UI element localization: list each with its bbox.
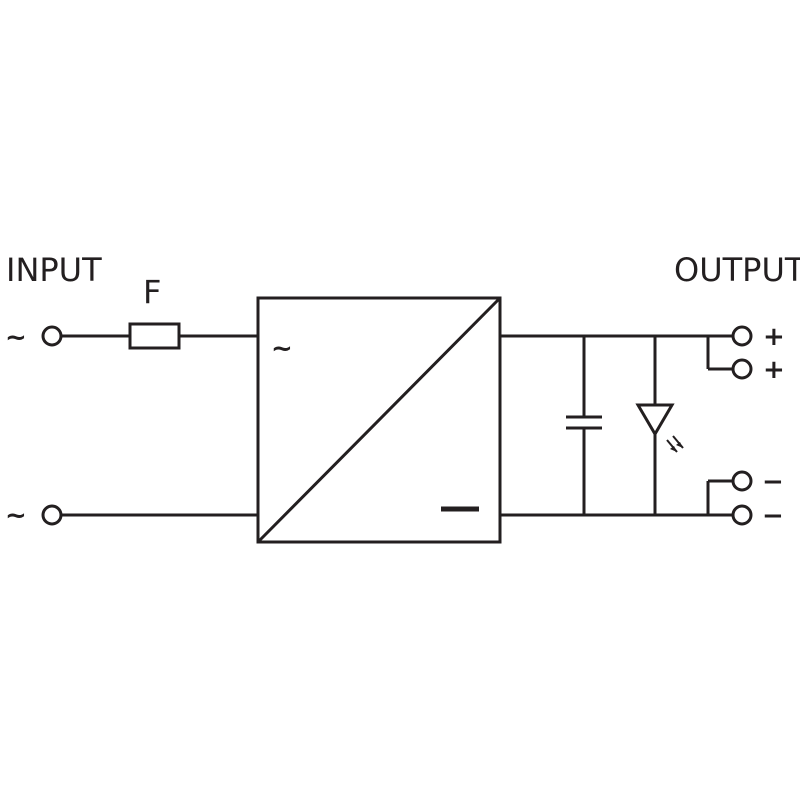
- input-top-ac-symbol: ~: [5, 323, 27, 353]
- led-emission-arrows: [666, 435, 684, 453]
- input-terminal-top: [41, 325, 63, 347]
- output-terminal-minus-2: [731, 504, 753, 526]
- output-plus-label-1: +: [763, 322, 785, 352]
- output-terminal-plus-1: [731, 325, 753, 347]
- led-triangle: [635, 403, 675, 437]
- fuse-symbol: [128, 322, 181, 350]
- input-label: INPUT: [6, 251, 102, 289]
- ac-dc-converter-box: [256, 296, 502, 544]
- converter-diagonal: [256, 296, 502, 544]
- input-bottom-ac-symbol: ~: [5, 501, 27, 531]
- fuse-label: F: [143, 273, 161, 311]
- output-minus-label-2: −: [762, 501, 784, 531]
- output-terminal-plus-2: [731, 358, 753, 380]
- output-plus-label-2: +: [763, 355, 785, 385]
- output-minus-label-1: −: [762, 467, 784, 497]
- converter-ac-symbol: ~: [271, 334, 293, 364]
- output-terminal-minus-1: [731, 470, 753, 492]
- output-label: OUTPUT: [674, 251, 800, 289]
- input-terminal-bottom: [41, 504, 63, 526]
